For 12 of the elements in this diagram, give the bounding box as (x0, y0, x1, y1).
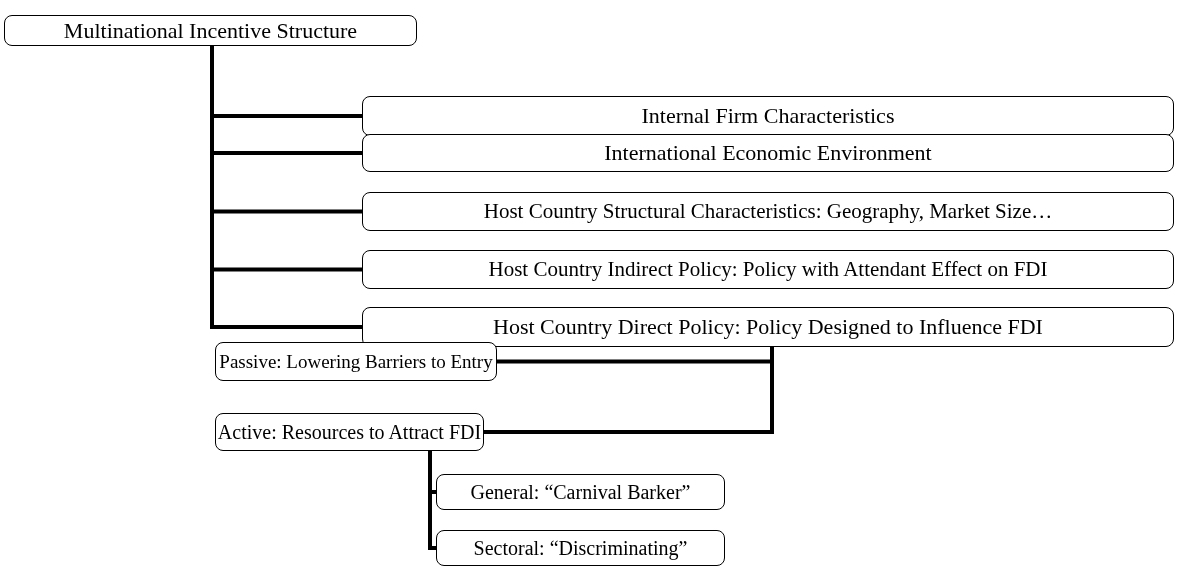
text-box: Sectoral: “Discriminating” (436, 530, 725, 566)
text-box: Host Country Structural Characteristics: Geography, Market Size… (362, 192, 1174, 231)
text-box: Internal Firm Characteristics (362, 96, 1174, 136)
text-box: General: “Carnival Barker” (436, 474, 725, 510)
text-box: Host Country Direct Policy: Policy Designed to Influence FDI (362, 307, 1174, 347)
text-box: Multinational Incentive Structure (4, 15, 417, 46)
text-box: International Economic Environment (362, 134, 1174, 172)
connector-line (484, 347, 774, 434)
text-box: Host Country Indirect Policy: Policy with Attendant Effect on FDI (362, 250, 1174, 289)
connector-line (428, 451, 436, 550)
text-box: Passive: Lowering Barriers to Entry (215, 342, 497, 381)
text-box: Active: Resources to Attract FDI (215, 413, 484, 451)
